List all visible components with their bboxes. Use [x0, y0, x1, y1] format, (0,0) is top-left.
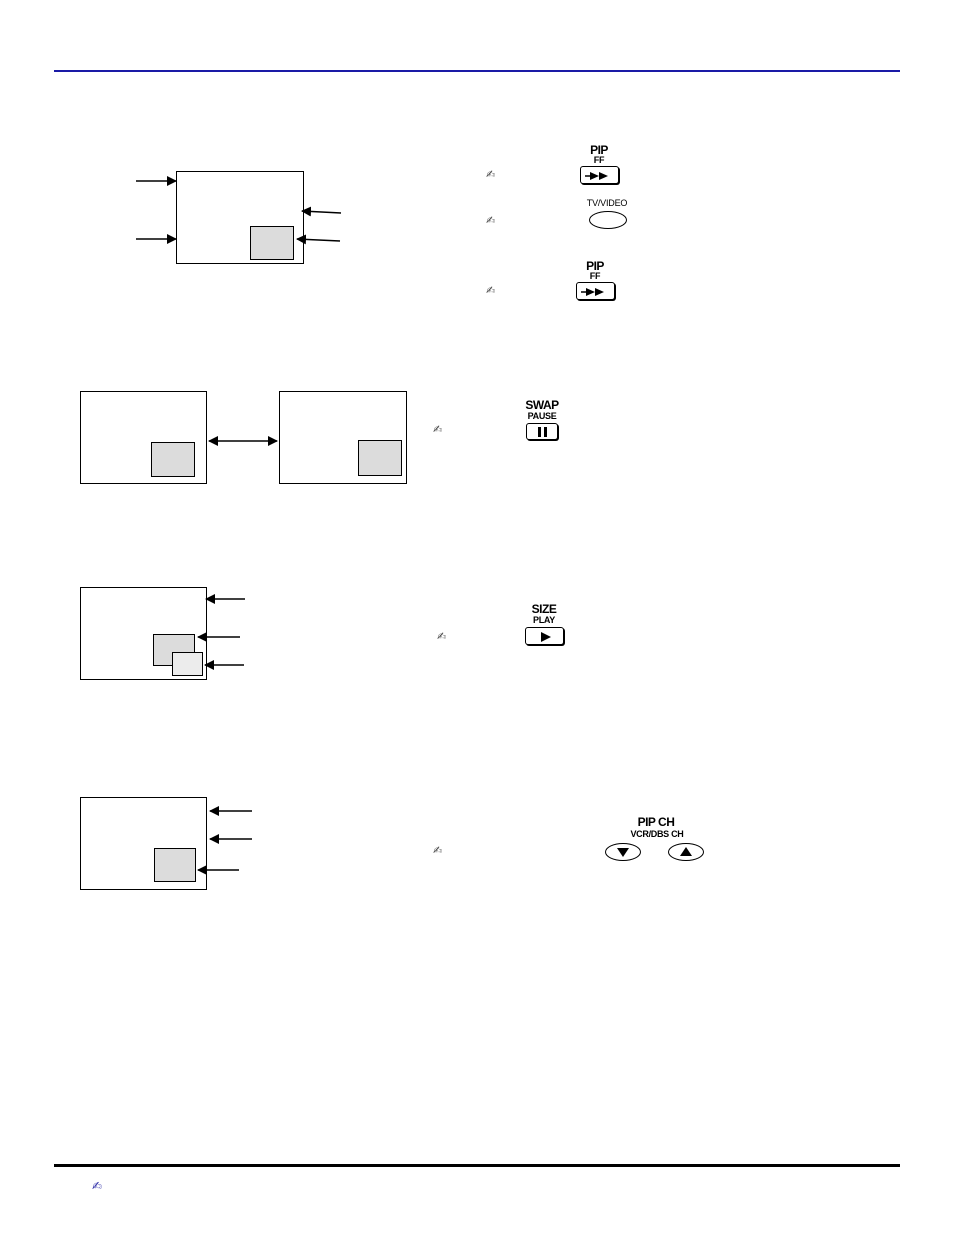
swap-before-pip: [151, 442, 195, 477]
swap-pause-button[interactable]: [526, 423, 558, 440]
pip-ch-up-button[interactable]: [668, 843, 704, 861]
pip-ch-down-button[interactable]: [605, 843, 641, 861]
pause-icon: [538, 427, 547, 437]
footer-rule: [54, 1164, 900, 1167]
ff-button-label: FF: [593, 155, 605, 165]
play-icon: [541, 632, 551, 642]
size-small-pip: [172, 652, 203, 676]
pip-ch-window: [154, 848, 196, 882]
tv-video-button[interactable]: [589, 211, 627, 229]
note-icon: ✍: [486, 215, 496, 227]
triangle-up-icon: [680, 847, 692, 856]
swap-after-pip: [358, 440, 402, 476]
ff-button-label: FF: [589, 271, 601, 281]
pip-ch-button-label: PIP CH: [637, 815, 675, 829]
pip-ff-button[interactable]: [576, 282, 615, 300]
pip-ff-button[interactable]: [580, 166, 619, 184]
note-icon: ✍: [433, 424, 443, 436]
pip-window: [250, 226, 294, 260]
vcr-dbs-ch-button-label: VCR/DBS CH: [630, 829, 684, 839]
swap-button-label: SWAP: [525, 398, 559, 412]
note-icon: ✍: [486, 169, 496, 181]
callout-arrow: [296, 234, 341, 245]
size-play-button[interactable]: [525, 627, 564, 645]
tv-video-button-label: TV/VIDEO: [586, 198, 628, 208]
fast-forward-icon: [585, 172, 608, 180]
note-icon: ✍: [433, 845, 443, 857]
header-rule: [54, 70, 900, 72]
note-icon: ✍: [486, 285, 496, 297]
size-button-label: SIZE: [531, 602, 557, 616]
play-button-label: PLAY: [533, 615, 555, 625]
pip-button-label: PIP: [586, 259, 604, 273]
callout-arrow: [301, 206, 342, 217]
note-icon: ✍: [437, 631, 447, 643]
pause-button-label: PAUSE: [527, 411, 557, 421]
fast-forward-icon: [581, 288, 604, 296]
pip-button-label: PIP: [590, 143, 608, 157]
triangle-down-icon: [617, 848, 629, 857]
footer-note-icon: ✍: [92, 1179, 103, 1193]
